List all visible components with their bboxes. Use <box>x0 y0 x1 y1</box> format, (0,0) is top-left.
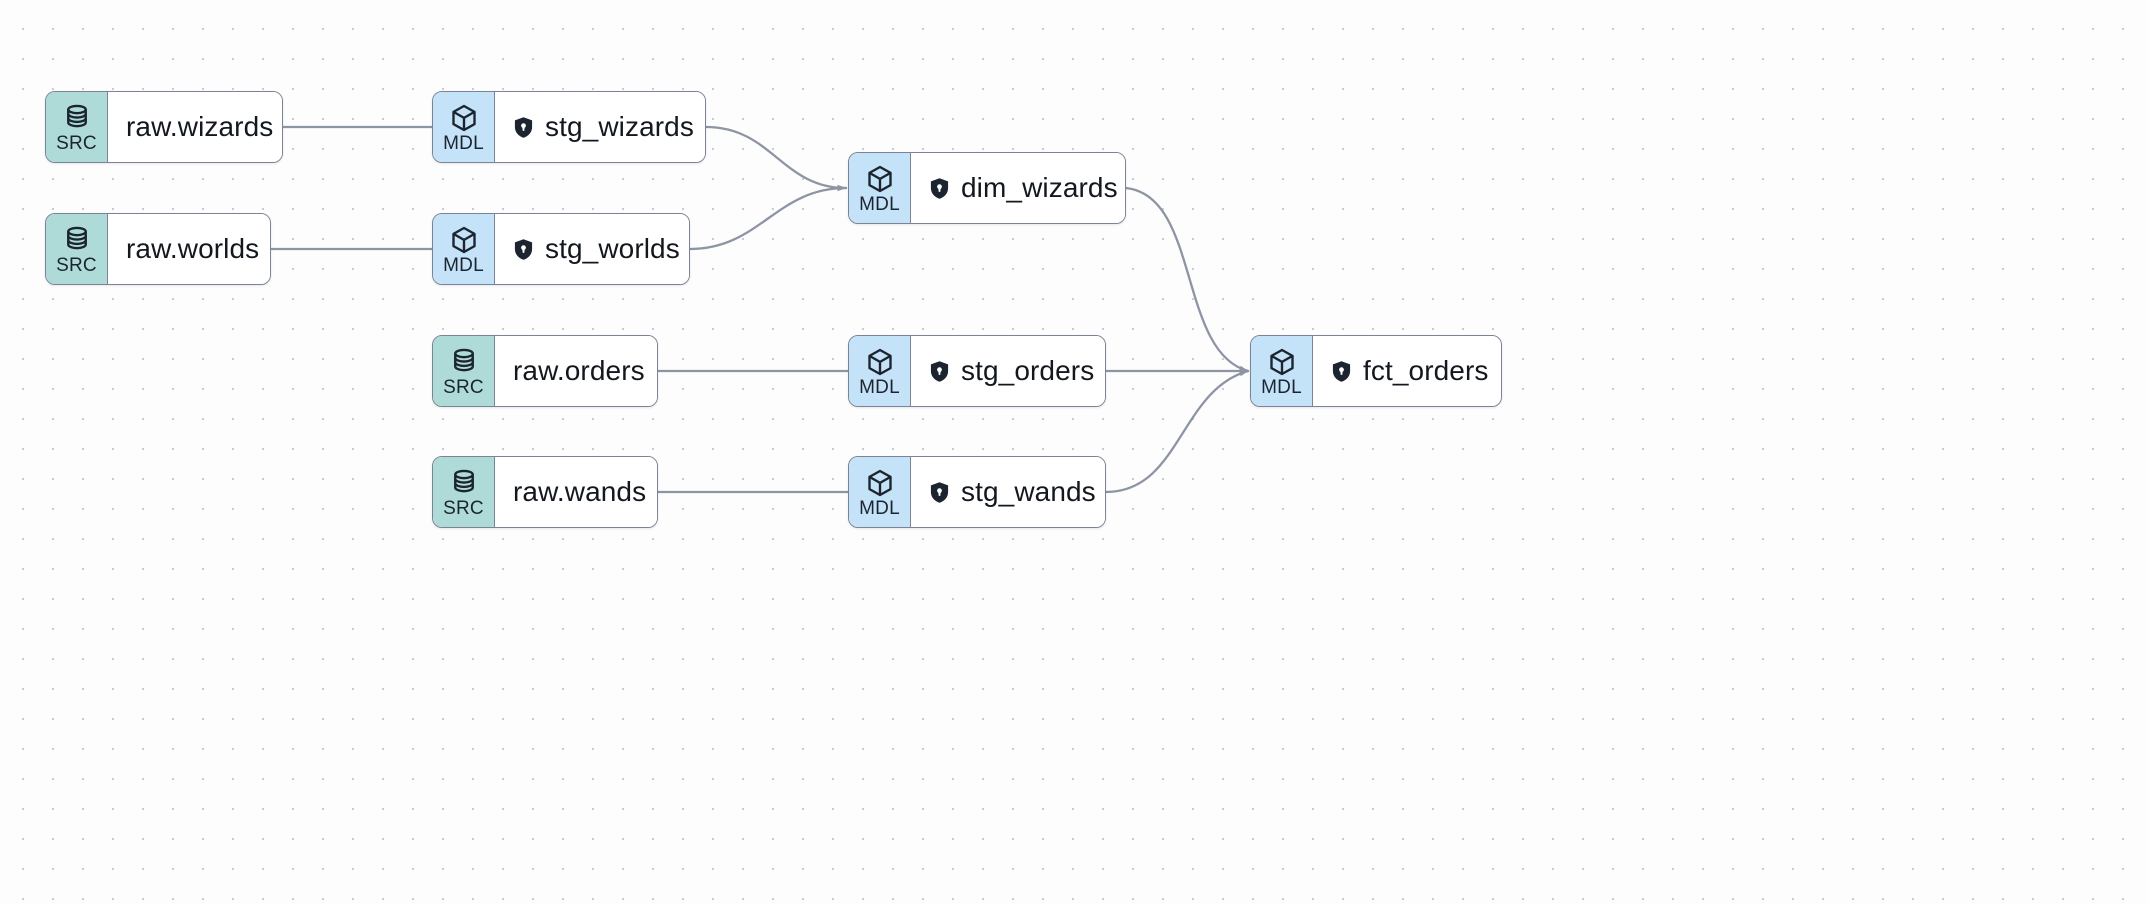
node-raw-wands[interactable]: SRC raw.wands <box>432 456 658 528</box>
cube-icon <box>867 469 892 497</box>
database-icon <box>66 226 87 250</box>
node-label: raw.wands <box>513 476 647 507</box>
node-label: raw.wizards <box>126 111 274 142</box>
cube-icon <box>451 226 476 254</box>
node-label: stg_wizards <box>545 111 694 142</box>
node-label: stg_wands <box>961 476 1096 507</box>
node-body: stg_worlds <box>495 214 689 284</box>
node-label: dim_wizards <box>961 172 1118 203</box>
node-dim-wizards[interactable]: MDL dim_wizards <box>848 152 1126 224</box>
node-body: stg_wands <box>911 457 1105 527</box>
node-kind-badge: MDL <box>849 153 911 223</box>
node-body: raw.worlds <box>108 214 270 284</box>
shield-lock-icon <box>930 177 949 199</box>
edge-stg-worlds-to-dim-wizards <box>688 184 848 251</box>
node-kind-badge: MDL <box>849 336 911 406</box>
cube-icon <box>867 348 892 376</box>
node-kind-label: SRC <box>443 498 484 519</box>
node-body: raw.wands <box>495 457 657 527</box>
shield-lock-icon <box>514 116 533 138</box>
database-icon <box>453 469 474 493</box>
node-kind-badge: SRC <box>433 336 495 406</box>
database-icon <box>453 348 474 372</box>
node-kind-label: SRC <box>56 133 97 154</box>
node-kind-label: SRC <box>56 255 97 276</box>
node-raw-wizards[interactable]: SRC raw.wizards <box>45 91 283 163</box>
node-kind-label: SRC <box>443 377 484 398</box>
node-stg-wizards[interactable]: MDL stg_wizards <box>432 91 706 163</box>
shield-lock-icon <box>930 360 949 382</box>
node-kind-badge: SRC <box>46 214 108 284</box>
node-label: raw.orders <box>513 355 645 386</box>
node-kind-badge: SRC <box>433 457 495 527</box>
node-kind-badge: SRC <box>46 92 108 162</box>
edge-stg-wands-to-fct-orders <box>1104 369 1250 494</box>
node-kind-label: MDL <box>1261 377 1302 398</box>
node-kind-label: MDL <box>443 255 484 276</box>
edge-dim-wizards-to-fct-orders <box>1124 186 1250 373</box>
node-kind-badge: MDL <box>849 457 911 527</box>
node-kind-label: MDL <box>859 194 900 215</box>
node-stg-wands[interactable]: MDL stg_wands <box>848 456 1106 528</box>
shield-lock-icon <box>514 238 533 260</box>
cube-icon <box>451 104 476 132</box>
node-body: dim_wizards <box>911 153 1125 223</box>
node-body: raw.wizards <box>108 92 282 162</box>
shield-lock-icon <box>930 481 949 503</box>
node-body: stg_orders <box>911 336 1105 406</box>
database-icon <box>66 104 87 128</box>
node-label: stg_orders <box>961 355 1095 386</box>
node-label: fct_orders <box>1363 355 1489 386</box>
node-raw-worlds[interactable]: SRC raw.worlds <box>45 213 271 285</box>
node-body: raw.orders <box>495 336 657 406</box>
node-fct-orders[interactable]: MDL fct_orders <box>1250 335 1502 407</box>
node-label: raw.worlds <box>126 233 260 264</box>
node-kind-label: MDL <box>443 133 484 154</box>
node-kind-badge: MDL <box>433 214 495 284</box>
cube-icon <box>867 165 892 193</box>
node-label: stg_worlds <box>545 233 680 264</box>
cube-icon <box>1269 348 1294 376</box>
node-stg-orders[interactable]: MDL stg_orders <box>848 335 1106 407</box>
node-kind-label: MDL <box>859 377 900 398</box>
shield-lock-icon <box>1332 360 1351 382</box>
node-body: fct_orders <box>1313 336 1501 406</box>
node-raw-orders[interactable]: SRC raw.orders <box>432 335 658 407</box>
node-kind-label: MDL <box>859 498 900 519</box>
node-kind-badge: MDL <box>1251 336 1313 406</box>
edge-stg-wizards-to-dim-wizards <box>704 125 848 192</box>
node-body: stg_wizards <box>495 92 705 162</box>
node-stg-worlds[interactable]: MDL stg_worlds <box>432 213 690 285</box>
node-kind-badge: MDL <box>433 92 495 162</box>
